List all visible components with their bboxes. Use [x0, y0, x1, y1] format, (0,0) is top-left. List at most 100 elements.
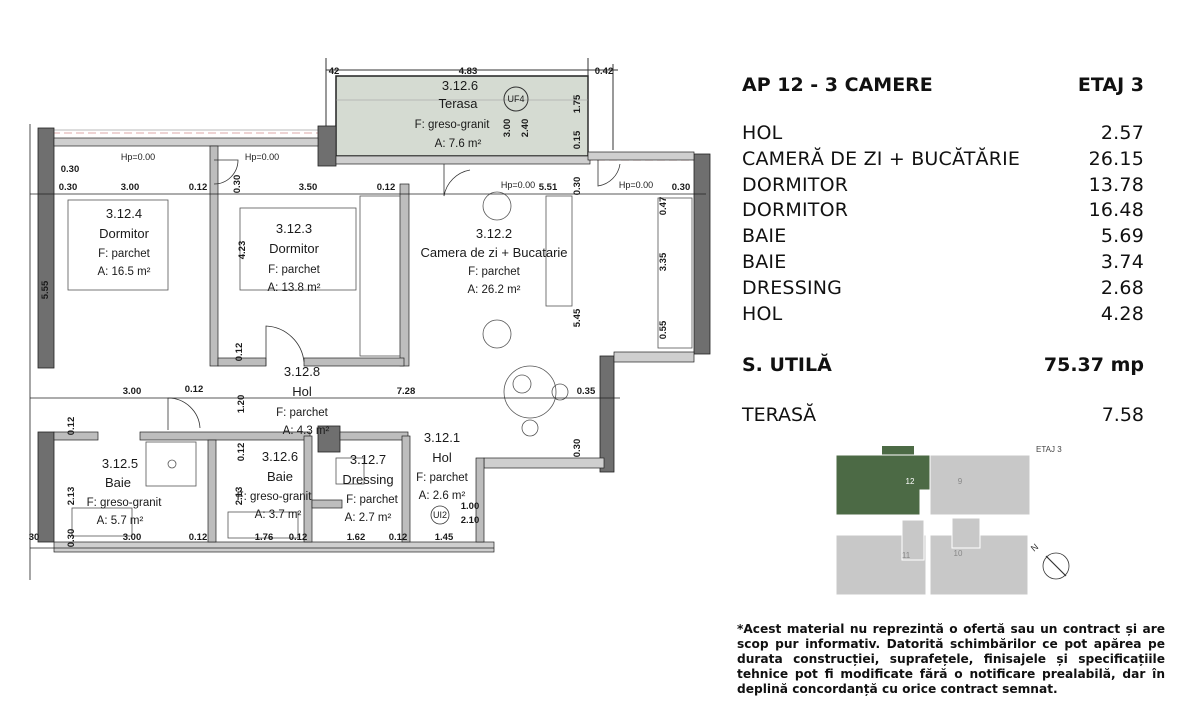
area-value: 13.78: [1088, 173, 1144, 196]
dim-label: 0.30: [572, 177, 583, 196]
hp-label: Hp=0.00: [501, 180, 535, 190]
dim-label: 0.12: [66, 417, 77, 436]
dim-label: 0.12: [234, 343, 245, 362]
dim-label: 1.76: [255, 532, 274, 543]
room-finish: F: parchet: [468, 266, 521, 278]
hp-label: Hp=0.00: [245, 152, 279, 162]
room-name: Dressing: [342, 472, 393, 487]
room-area: A: 26.2 m²: [467, 284, 520, 296]
dim-label: 0.15: [572, 130, 583, 149]
dim-label: 3.00: [121, 182, 140, 193]
room-terasa: 3.12.6 Terasa F: greso-granit A: 7.6 m² …: [415, 78, 525, 150]
area-value: 5.69: [1100, 225, 1144, 248]
hp-label: Hp=0.00: [619, 180, 653, 190]
area-row: DORMITOR 13.78: [742, 173, 1144, 199]
unit-tag: UF4: [507, 94, 524, 104]
room-area: A: 4.3 m²: [283, 425, 330, 437]
terrace-label: TERASĂ: [742, 404, 817, 426]
dim-label: 4.83: [459, 66, 478, 77]
room-hol-2: 3.12.1 Hol F: parchet A: 2.6 m² UI2: [416, 430, 469, 520]
dim-label: 5.55: [40, 280, 51, 299]
terrace-value: 7.58: [1101, 404, 1144, 426]
dim-label: 5.45: [572, 308, 583, 327]
room-area: A: 5.7 m²: [97, 515, 144, 527]
room-code: 3.12.3: [276, 221, 312, 236]
room-area: A: 3.7 m²: [255, 509, 302, 521]
north-label: N: [1029, 542, 1040, 554]
room-name: Hol: [432, 450, 452, 465]
dim-label: 0.30: [672, 182, 691, 193]
room-code: 3.12.6: [262, 449, 298, 464]
room-area: A: 13.8 m²: [267, 282, 320, 294]
room-name: Dormitor: [99, 226, 150, 241]
dim-label: 3.00: [502, 119, 513, 138]
dim-label: 0.30: [232, 175, 243, 194]
room-code: 3.12.4: [106, 206, 142, 221]
dim-label: 0.12: [189, 182, 208, 193]
room-baie-2: 3.12.6 Baie F: greso-granit A: 3.7 m²: [237, 449, 313, 521]
room-finish: F: parchet: [416, 472, 469, 484]
interior-walls: [53, 145, 485, 543]
disclaimer: *Acest material nu reprezintă o ofertă s…: [737, 622, 1165, 696]
room-dressing: 3.12.7 Dressing F: parchet A: 2.7 m²: [342, 452, 398, 524]
dim-label: 5.51: [539, 182, 558, 193]
apartment-title: AP 12 - 3 CAMERE: [742, 74, 933, 96]
dim-label: 3.00: [123, 386, 142, 397]
total-value: 75.37 mp: [1043, 354, 1144, 376]
dim-label: 0.30: [59, 182, 78, 193]
door-swings: [167, 159, 621, 525]
dim-label: 0.12: [236, 443, 247, 462]
room-code: 3.12.8: [284, 364, 320, 379]
area-name: CAMERĂ DE ZI + BUCĂTĂRIE: [742, 147, 1021, 170]
room-area: A: 2.7 m²: [345, 512, 392, 524]
keyplan-unit: 12: [906, 477, 915, 486]
area-name: DRESSING: [742, 276, 843, 299]
key-plan: ETAJ 3 12 9 11 10 N: [835, 445, 1070, 596]
dim-label: 0.12: [189, 532, 208, 543]
dim-label: 2.40: [520, 119, 531, 138]
dim-label: 2.13: [234, 487, 245, 506]
room-finish: F: parchet: [276, 407, 329, 419]
door-tag: UI2: [433, 510, 447, 520]
apartment-header: AP 12 - 3 CAMERE ETAJ 3: [742, 72, 1144, 98]
north-arrow-icon: [1042, 552, 1070, 580]
dim-label: 2.13: [66, 487, 77, 506]
area-name: DORMITOR: [742, 173, 849, 196]
keyplan-floor: ETAJ 3: [1036, 445, 1062, 454]
room-code: 3.12.2: [476, 226, 512, 241]
furniture: [67, 191, 693, 539]
floor-plan: Hp=0.00 Hp=0.00 Hp=0.00 Hp=0.00 42 4.83 …: [29, 58, 711, 580]
dim-label: 42: [329, 66, 340, 77]
dim-label: 1.75: [572, 94, 583, 113]
dim-label: 1.20: [236, 395, 247, 414]
terrace-floor: [335, 75, 589, 157]
dim-label: 0.30: [66, 529, 77, 548]
area-name: BAIE: [742, 250, 787, 273]
dim-label: 0.12: [185, 384, 204, 395]
room-finish: F: greso-granit: [87, 497, 163, 509]
dim-label: 3.50: [299, 182, 318, 193]
room-area: A: 7.6 m²: [435, 138, 482, 150]
room-name: Terasa: [438, 96, 478, 111]
room-finish: F: greso-granit: [237, 491, 313, 503]
usable-area-total: S. UTILĂ 75.37 mp: [742, 354, 1144, 376]
room-area: A: 2.6 m²: [419, 490, 466, 502]
dim-label: 3.00: [123, 532, 142, 543]
area-value: 4.28: [1100, 302, 1144, 325]
room-finish: F: greso-granit: [415, 119, 491, 131]
room-name: Camera de zi + Bucatarie: [420, 245, 567, 260]
dim-label: 0.12: [377, 182, 396, 193]
dim-label: 4.23: [237, 241, 248, 260]
room-finish: F: parchet: [98, 248, 151, 260]
total-label: S. UTILĂ: [742, 354, 832, 376]
room-living: 3.12.2 Camera de zi + Bucatarie F: parch…: [420, 226, 567, 296]
dim-label: 0.35: [577, 386, 596, 397]
dim-label: 1.00: [461, 501, 480, 512]
room-name: Dormitor: [269, 241, 320, 256]
dimension-lines: [29, 124, 706, 580]
room-hol: 3.12.8 Hol F: parchet A: 4.3 m²: [276, 364, 329, 437]
